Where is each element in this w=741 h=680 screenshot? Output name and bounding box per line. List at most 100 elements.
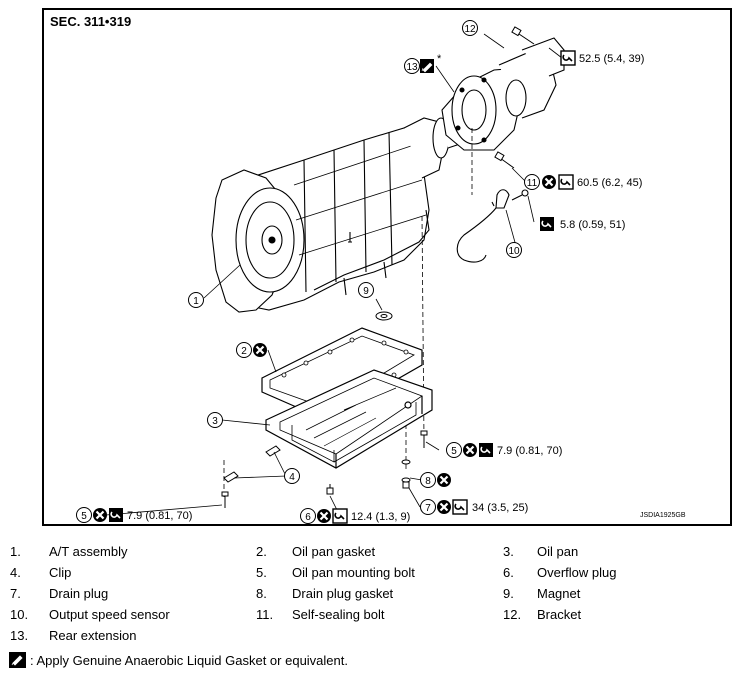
at-assembly-drawing bbox=[211, 117, 473, 313]
torque-self-sealing-bolt: 60.5 (6.2, 45) bbox=[577, 177, 642, 189]
svg-text:11: 11 bbox=[527, 178, 538, 189]
legend-label: Oil pan gasket bbox=[292, 544, 376, 559]
torque-sensor-bolt: 5.8 (0.59, 51) bbox=[560, 219, 625, 231]
magnet-drawing bbox=[375, 311, 393, 321]
legend-label: Self-sealing bolt bbox=[292, 607, 385, 622]
section-title: SEC. 311•319 bbox=[50, 14, 131, 29]
clip-drawings bbox=[223, 445, 281, 483]
oil-pan-drawing bbox=[265, 369, 433, 469]
replace-x-icon bbox=[251, 341, 269, 359]
legend-row: 13. Rear extension bbox=[10, 628, 730, 646]
legend-label: Bracket bbox=[537, 607, 582, 622]
replace-x-icon bbox=[91, 506, 109, 524]
torque-wrench-icon bbox=[452, 499, 468, 515]
exploded-diagram: SEC. 311•319 JSDIA1925GB bbox=[50, 14, 686, 524]
callout-9: 9 bbox=[358, 282, 374, 298]
svg-text:10: 10 bbox=[508, 246, 520, 257]
svg-text:9: 9 bbox=[363, 286, 369, 297]
svg-text:12: 12 bbox=[464, 24, 476, 35]
svg-text:6: 6 bbox=[305, 512, 311, 523]
legend-num: 2. bbox=[256, 544, 267, 559]
svg-text:7: 7 bbox=[425, 503, 431, 514]
replace-x-icon bbox=[435, 471, 453, 489]
svg-text:5: 5 bbox=[81, 511, 87, 522]
legend-num: 3. bbox=[503, 544, 514, 559]
legend-num: 10. bbox=[10, 607, 29, 622]
legend-label: Drain plug bbox=[49, 586, 109, 601]
legend-num: 4. bbox=[10, 565, 21, 580]
output-speed-sensor-drawing bbox=[456, 189, 529, 263]
svg-text:13: 13 bbox=[406, 62, 418, 73]
self-sealing-bolt-drawing bbox=[494, 151, 515, 169]
legend-label: Magnet bbox=[537, 586, 581, 601]
legend-label: Overflow plug bbox=[537, 565, 617, 580]
legend-label: Oil pan bbox=[537, 544, 579, 559]
liquid-gasket-icon bbox=[9, 652, 26, 668]
legend-row: 1. A/T assembly 2. Oil pan gasket 3. Oil… bbox=[10, 544, 730, 562]
legend-label: Drain plug gasket bbox=[292, 586, 394, 601]
legend-num: 1. bbox=[10, 544, 21, 559]
gasket-note-text: : Apply Genuine Anaerobic Liquid Gasket … bbox=[30, 652, 348, 668]
legend-label: Oil pan mounting bolt bbox=[292, 565, 415, 580]
star-mark: * bbox=[437, 53, 442, 65]
callout-4: 4 bbox=[284, 468, 300, 484]
svg-text:4: 4 bbox=[289, 472, 295, 483]
callout-2: 2 bbox=[236, 342, 252, 358]
callout-5-right: 5 bbox=[446, 442, 462, 458]
callout-5-left: 5 bbox=[76, 507, 92, 523]
replace-x-icon bbox=[435, 498, 453, 516]
legend-row: 4. Clip 5. Oil pan mounting bolt 6. Over… bbox=[10, 565, 730, 583]
legend-row: 7. Drain plug 8. Drain plug gasket 9. Ma… bbox=[10, 586, 730, 604]
torque-wrench-icon bbox=[478, 442, 494, 458]
callout-8: 8 bbox=[420, 472, 436, 488]
legend-num: 7. bbox=[10, 586, 21, 601]
callout-11: 11 bbox=[524, 174, 540, 190]
symbols: * 52.5 (5.4, 39) 60.5 (6.2, 45) 5.8 (0.5… bbox=[91, 50, 644, 524]
gasket-note: : Apply Genuine Anaerobic Liquid Gasket … bbox=[8, 651, 348, 669]
rear-extension-drawing bbox=[441, 37, 565, 151]
leader-lines bbox=[105, 33, 563, 517]
callout-3: 3 bbox=[207, 412, 223, 428]
torque-wrench-icon bbox=[108, 507, 124, 523]
torque-pan-bolt-right: 7.9 (0.81, 70) bbox=[497, 445, 562, 457]
callout-10: 10 bbox=[506, 242, 522, 258]
torque-wrench-icon bbox=[332, 508, 348, 524]
callout-7: 7 bbox=[420, 499, 436, 515]
torque-wrench-icon bbox=[539, 216, 555, 232]
callouts: 1 2 3 4 5 5 6 7 8 9 10 11 12 13 bbox=[76, 20, 540, 524]
svg-text:1: 1 bbox=[193, 296, 199, 307]
figure-code: JSDIA1925GB bbox=[640, 512, 686, 519]
legend-num: 9. bbox=[503, 586, 514, 601]
replace-x-icon bbox=[461, 441, 479, 459]
callout-13: 13 bbox=[404, 58, 420, 74]
callout-1: 1 bbox=[188, 292, 204, 308]
diagram-frame: SEC. 311•319 JSDIA1925GB bbox=[42, 8, 732, 526]
callout-12: 12 bbox=[462, 20, 478, 36]
torque-overflow-plug: 12.4 (1.3, 9) bbox=[351, 511, 410, 523]
liquid-gasket-icon bbox=[420, 59, 434, 73]
svg-text:8: 8 bbox=[425, 476, 431, 487]
legend-num: 6. bbox=[503, 565, 514, 580]
legend-num: 12. bbox=[503, 607, 522, 622]
replace-x-icon bbox=[315, 507, 333, 524]
legend-label: Clip bbox=[49, 565, 72, 580]
overflow-plug-drawing bbox=[326, 484, 334, 495]
legend-num: 5. bbox=[256, 565, 267, 580]
legend-label: Output speed sensor bbox=[49, 607, 170, 622]
torque-wrench-icon bbox=[560, 50, 576, 66]
torque-drain-plug: 34 (3.5, 25) bbox=[472, 502, 528, 514]
torque-wrench-icon bbox=[558, 174, 574, 190]
torque-pan-bolt-left: 7.9 (0.81, 70) bbox=[127, 510, 192, 522]
legend-label: Rear extension bbox=[49, 628, 137, 643]
torque-bracket-bolt: 52.5 (5.4, 39) bbox=[579, 53, 644, 65]
replace-x-icon bbox=[540, 173, 558, 191]
svg-text:5: 5 bbox=[451, 446, 457, 457]
legend-row: 10. Output speed sensor 11. Self-sealing… bbox=[10, 607, 730, 625]
drain-plug-drawing bbox=[401, 459, 411, 489]
legend-num: 11. bbox=[256, 607, 274, 622]
pan-bolt-drawings bbox=[221, 430, 428, 508]
bracket-bolt-drawing bbox=[511, 26, 535, 45]
svg-text:3: 3 bbox=[212, 416, 218, 427]
svg-text:2: 2 bbox=[241, 346, 247, 357]
legend-label: A/T assembly bbox=[49, 544, 128, 559]
